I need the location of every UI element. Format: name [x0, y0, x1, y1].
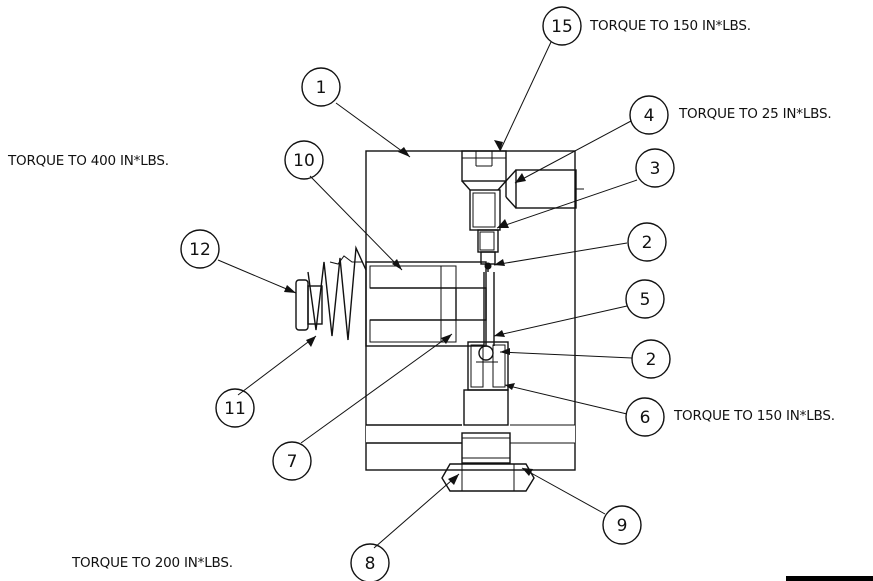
torque-note-item-6: TORQUE TO 150 IN*LBS.: [674, 408, 835, 424]
side-screw-4: [505, 169, 584, 209]
balloon-5: 5: [625, 279, 665, 319]
bottom-nut-9: [441, 463, 535, 492]
balloon-3: 3: [635, 148, 675, 188]
svg-text:2: 2: [646, 350, 657, 370]
torque-note-item-4: TORQUE TO 25 IN*LBS.: [679, 106, 832, 122]
balloon-6: 6: [625, 397, 665, 437]
svg-text:10: 10: [293, 151, 315, 171]
svg-text:11: 11: [224, 399, 246, 419]
edge-bar: [786, 576, 873, 581]
bottom-plug-8: [461, 389, 511, 464]
balloon-10: 10: [284, 140, 324, 180]
svg-text:9: 9: [617, 516, 628, 536]
svg-text:4: 4: [644, 106, 655, 126]
svg-text:5: 5: [640, 290, 651, 310]
balloon-1: 1: [301, 67, 341, 107]
end-cap-12: [295, 279, 323, 331]
leader-arrowheads: [284, 140, 533, 485]
svg-text:7: 7: [287, 452, 298, 472]
balloon-2-upper: 2: [627, 222, 667, 262]
svg-text:2: 2: [642, 233, 653, 253]
balloon-15: 15: [542, 6, 582, 46]
svg-text:15: 15: [551, 17, 573, 37]
top-plug-15: [461, 150, 507, 191]
balloon-7: 7: [272, 441, 312, 481]
balloon-12: 12: [180, 229, 220, 269]
svg-text:8: 8: [365, 554, 376, 574]
center-channel: [483, 272, 495, 342]
balloon-9: 9: [602, 505, 642, 545]
spring-11: [307, 245, 367, 341]
balloon-11: 11: [215, 388, 255, 428]
svg-text:1: 1: [316, 78, 327, 98]
lower-cartridge-6: [467, 336, 509, 391]
leader-lines: [217, 41, 638, 549]
balloon-8: 8: [350, 543, 390, 581]
torque-note-item-8: TORQUE TO 200 IN*LBS.: [72, 555, 233, 571]
left-fitting-10: [365, 261, 487, 347]
torque-note-item-10: TORQUE TO 400 IN*LBS.: [8, 153, 169, 169]
torque-note-item-15: TORQUE TO 150 IN*LBS.: [590, 18, 751, 34]
balloon-2-lower: 2: [631, 339, 671, 379]
svg-text:12: 12: [189, 240, 211, 260]
upper-cartridge-3: [469, 189, 501, 272]
svg-text:3: 3: [650, 159, 661, 179]
svg-text:6: 6: [640, 408, 651, 428]
balloon-4: 4: [629, 95, 669, 135]
